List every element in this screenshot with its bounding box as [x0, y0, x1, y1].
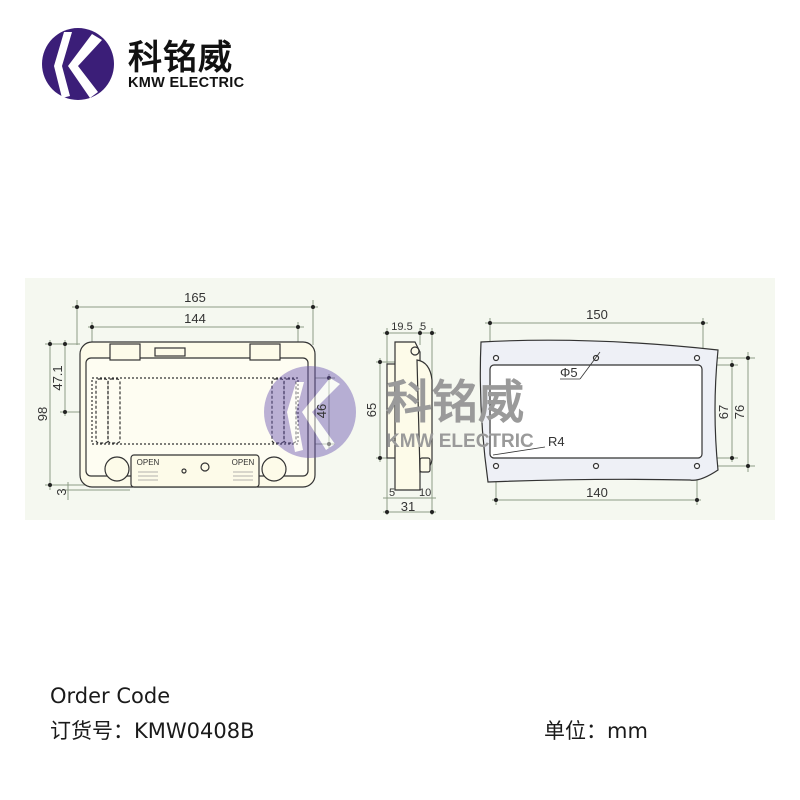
dim-side-top-depth: 19.5: [391, 321, 412, 333]
dim-side-bottom-lip: 5: [389, 487, 395, 499]
dim-hole-diameter: Φ5: [560, 365, 578, 380]
logo-k-icon: [42, 28, 114, 100]
dim-front-width-inner: 144: [184, 311, 206, 326]
dim-corner-radius: R4: [548, 434, 565, 449]
brand-logo: [40, 26, 260, 106]
dim-cutout-height: 67: [716, 405, 731, 419]
dim-side-height: 65: [364, 403, 379, 417]
watermark-name-en: KMW ELECTRIC: [386, 431, 534, 452]
dim-front-width-outer: 165: [184, 290, 206, 305]
dimension-dots: [48, 305, 750, 514]
side-view: [386, 341, 433, 491]
keyhole-icon: [200, 462, 210, 472]
open-label-right: OPEN: [232, 458, 255, 467]
open-label-left: OPEN: [137, 458, 160, 467]
knob-left-icon: [104, 456, 130, 482]
dim-front-height-upper: 47.1: [50, 365, 65, 390]
brand-name-en: KMW ELECTRIC: [128, 75, 245, 91]
brand-name-cn: 科铭威: [128, 38, 233, 78]
cutout-view: [479, 339, 719, 483]
dim-front-window-height: 46: [314, 404, 329, 418]
dim-side-top-lip: 5: [420, 321, 426, 333]
order-code-title: Order Code: [50, 684, 171, 708]
dim-side-total-depth: 31: [401, 499, 415, 514]
front-view: [79, 341, 316, 488]
unit-label: 单位：mm: [544, 719, 648, 743]
watermark-logo: [264, 366, 356, 458]
order-code: 订货号：KMW0408B: [50, 719, 255, 743]
dim-side-bottom-latch: 10: [419, 487, 431, 499]
dim-cutout-width-outer: 150: [586, 307, 608, 322]
dim-cutout-width-holes: 140: [586, 485, 608, 500]
knob-right-icon: [261, 456, 287, 482]
watermark-name-cn: 科铭威: [386, 375, 524, 429]
mounting-holes: [492, 354, 701, 470]
dim-front-bottom-offset: 3: [54, 488, 69, 495]
dim-cutout-hole-height: 76: [732, 405, 747, 419]
dim-front-height-outer: 98: [35, 407, 50, 421]
